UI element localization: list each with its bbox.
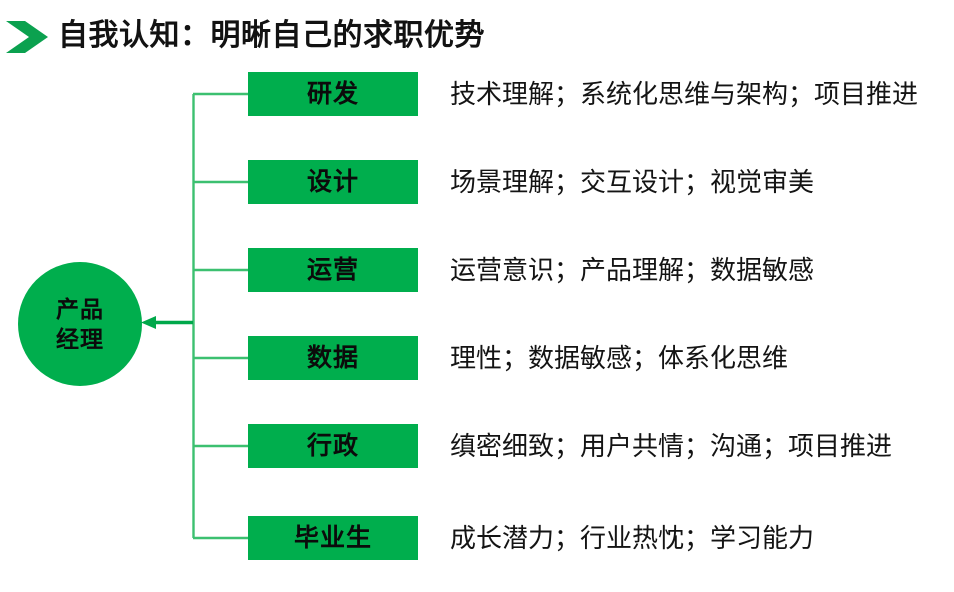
branch-description-6: 成长潜力；行业热忱；学习能力 [450, 523, 815, 553]
branch-box-label: 研发 [306, 80, 359, 108]
branch-description-5: 缜密细致；用户共情；沟通；项目推进 [450, 431, 893, 461]
branch-description-1: 技术理解；系统化思维与架构；项目推进 [450, 79, 919, 109]
branch-box-label: 数据 [306, 344, 359, 372]
branch-box-biyesheng[interactable]: 毕业生 [248, 516, 418, 560]
branch-box-label: 运营 [306, 256, 359, 284]
branch-row-1: 研发 技术理解；系统化思维与架构；项目推进 [248, 72, 948, 116]
root-node-product-manager[interactable]: 产品 经理 [18, 262, 142, 386]
root-label-line2: 经理 [56, 326, 104, 352]
branch-box-shuju[interactable]: 数据 [248, 336, 418, 380]
branch-row-5: 行政 缜密细致；用户共情；沟通；项目推进 [248, 424, 948, 468]
branch-row-3: 运营 运营意识；产品理解；数据敏感 [248, 248, 948, 292]
branch-row-4: 数据 理性；数据敏感；体系化思维 [248, 336, 948, 380]
chevron-right-icon [6, 21, 48, 53]
page-header: 自我认知：明晰自己的求职优势 [0, 12, 954, 60]
branch-box-yanfa[interactable]: 研发 [248, 72, 418, 116]
branch-box-yunying[interactable]: 运营 [248, 248, 418, 292]
branch-description-2: 场景理解；交互设计；视觉审美 [450, 167, 815, 197]
branch-box-label: 行政 [306, 432, 359, 460]
branch-row-6: 毕业生 成长潜力；行业热忱；学习能力 [248, 516, 948, 560]
branch-box-xingzheng[interactable]: 行政 [248, 424, 418, 468]
branch-box-label: 设计 [306, 168, 359, 196]
branch-description-4: 理性；数据敏感；体系化思维 [450, 343, 789, 373]
branch-row-2: 设计 场景理解；交互设计；视觉审美 [248, 160, 948, 204]
root-label-line1: 产品 [56, 296, 104, 322]
branch-description-3: 运营意识；产品理解；数据敏感 [450, 255, 815, 285]
branch-box-sheji[interactable]: 设计 [248, 160, 418, 204]
page-title: 自我认知：明晰自己的求职优势 [58, 19, 485, 52]
root-arrow-head-icon [141, 316, 156, 329]
branch-box-label: 毕业生 [293, 524, 372, 552]
